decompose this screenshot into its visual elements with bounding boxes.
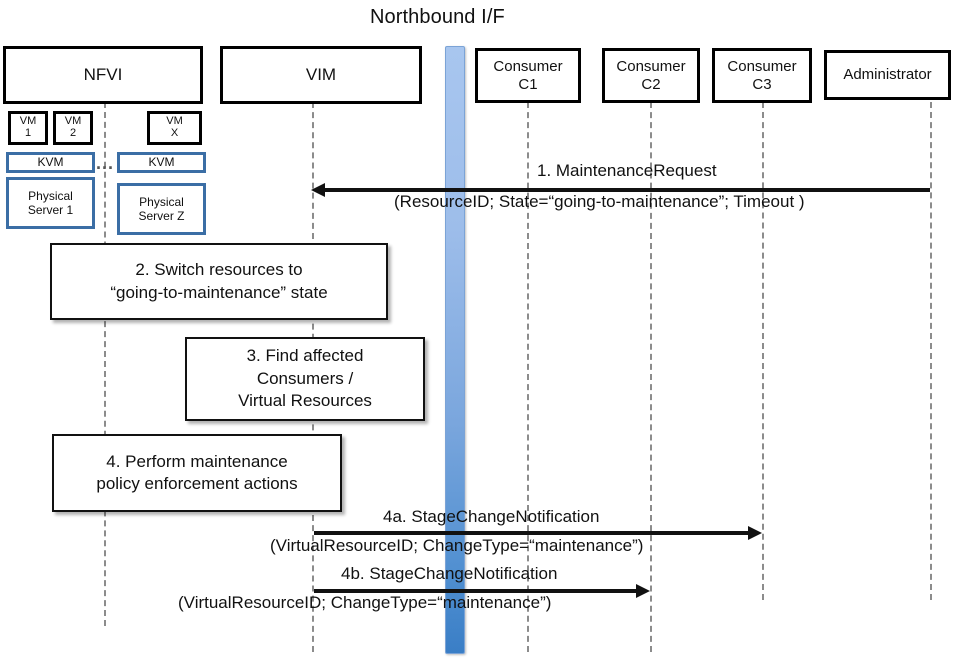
nfvi-ellipsis: ... xyxy=(96,153,115,173)
message-1-arrowhead xyxy=(311,183,325,197)
note-step-3: 3. Find affected Consumers / Virtual Res… xyxy=(185,337,425,421)
note-step-4: 4. Perform maintenance policy enforcemen… xyxy=(52,434,342,512)
message-1-params: (ResourceID; State=“going-to-maintenance… xyxy=(394,192,805,211)
page-title: Northbound I/F xyxy=(370,6,505,28)
note-step-3-line3: Virtual Resources xyxy=(238,391,372,411)
vm-x-label-line1: VM xyxy=(166,115,183,128)
actor-consumer-c2-label-line2: C2 xyxy=(641,75,661,93)
actor-administrator-label: Administrator xyxy=(843,66,932,84)
lifeline-c1 xyxy=(527,102,529,652)
lifeline-nfvi xyxy=(104,102,106,626)
vm-x-box[interactable]: VM X xyxy=(147,111,202,145)
message-1-line xyxy=(324,188,930,192)
actor-consumer-c3-label-line2: C3 xyxy=(752,75,772,93)
actor-consumer-c1[interactable]: Consumer C1 xyxy=(475,48,581,103)
physical-server-1-box[interactable]: Physical Server 1 xyxy=(6,177,95,229)
actor-nfvi[interactable]: NFVI xyxy=(3,46,203,104)
actor-consumer-c2[interactable]: Consumer C2 xyxy=(602,48,700,103)
actor-consumer-c3[interactable]: Consumer C3 xyxy=(712,48,812,103)
physical-server-z-box[interactable]: Physical Server Z xyxy=(117,183,206,235)
message-1-title: 1. MaintenanceRequest xyxy=(537,161,717,180)
actor-consumer-c1-label-line1: Consumer xyxy=(493,57,563,75)
vm-2-box[interactable]: VM 2 xyxy=(53,111,93,145)
kvm-left-box[interactable]: KVM xyxy=(6,152,95,173)
actor-consumer-c3-label-line1: Consumer xyxy=(727,57,797,75)
vm-1-label-line1: VM xyxy=(19,115,37,128)
actor-consumer-c2-label-line1: Consumer xyxy=(616,57,686,75)
kvm-right-box[interactable]: KVM xyxy=(117,152,206,173)
vm-1-box[interactable]: VM 1 xyxy=(8,111,48,145)
message-4a-params: (VirtualResourceID; ChangeType=“maintena… xyxy=(270,536,644,555)
physical-server-z-label-line2: Server Z xyxy=(138,209,185,223)
note-step-3-line1: 3. Find affected xyxy=(246,346,364,366)
message-4a-line xyxy=(314,531,750,535)
message-4a-title: 4a. StageChangeNotification xyxy=(383,507,600,526)
message-4b-title: 4b. StageChangeNotification xyxy=(341,564,558,583)
vm-2-label-line2: 2 xyxy=(69,127,77,139)
note-step-2-line1: 2. Switch resources to xyxy=(135,260,303,280)
vm-2-label-line1: VM xyxy=(64,115,82,128)
kvm-right-label: KVM xyxy=(148,155,175,170)
note-step-4-line2: policy enforcement actions xyxy=(96,474,298,493)
note-step-2-line2: “going-to-maintenance” state xyxy=(110,282,328,302)
message-4a-arrowhead xyxy=(748,526,762,540)
actor-consumer-c1-label-line2: C1 xyxy=(518,75,538,93)
message-4b-line xyxy=(314,589,638,593)
physical-server-z-label-line1: Physical xyxy=(139,194,184,209)
kvm-left-label: KVM xyxy=(37,155,64,170)
lifeline-admin xyxy=(930,102,932,600)
actor-nfvi-label: NFVI xyxy=(83,64,123,84)
actor-vim[interactable]: VIM xyxy=(220,46,422,104)
note-step-2: 2. Switch resources to “going-to-mainten… xyxy=(50,243,388,320)
northbound-interface-bar xyxy=(445,46,465,654)
physical-server-1-label-line2: Server 1 xyxy=(27,203,74,217)
lifeline-c3 xyxy=(762,102,764,600)
message-4b-params: (VirtualResourceID; ChangeType=“maintena… xyxy=(178,593,552,612)
vm-1-label-line2: 1 xyxy=(24,127,32,139)
actor-administrator[interactable]: Administrator xyxy=(824,50,951,100)
vm-x-label-line2: X xyxy=(170,127,179,139)
physical-server-1-label-line1: Physical xyxy=(28,188,73,203)
note-step-3-line2: Consumers / xyxy=(256,368,354,388)
actor-vim-label: VIM xyxy=(305,64,337,84)
message-4b-arrowhead xyxy=(636,584,650,598)
lifeline-c2 xyxy=(650,102,652,652)
note-step-4-line1: 4. Perform maintenance xyxy=(106,451,288,471)
